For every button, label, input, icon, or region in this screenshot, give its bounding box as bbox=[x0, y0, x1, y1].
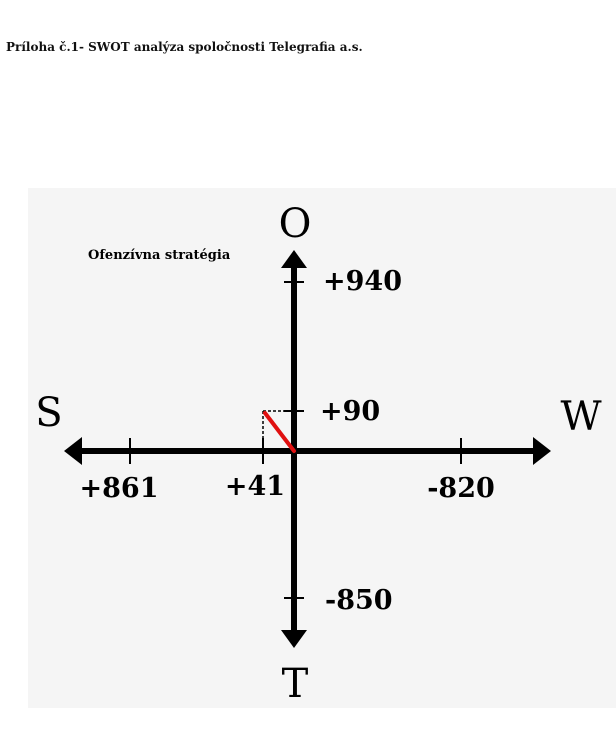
opportunities-letter: O bbox=[279, 201, 312, 247]
strategy-label: Ofenzívna stratégia bbox=[88, 248, 231, 263]
top-arrowhead bbox=[281, 250, 307, 268]
threats-letter: T bbox=[282, 661, 309, 707]
weaknesses-letter: W bbox=[560, 394, 601, 440]
page-title: Príloha č.1- SWOT analýza spoločnosti Te… bbox=[6, 40, 363, 54]
strengths-letter: S bbox=[35, 390, 62, 436]
bottom-arrowhead bbox=[281, 630, 307, 648]
resultant-y-value: +90 bbox=[320, 396, 380, 427]
right-arrowhead bbox=[533, 437, 551, 465]
left-arrowhead bbox=[64, 437, 82, 465]
strengths-value: +861 bbox=[80, 473, 159, 504]
threats-value: -850 bbox=[325, 585, 393, 616]
weaknesses-value: -820 bbox=[427, 473, 495, 504]
resultant-vector bbox=[263, 411, 296, 453]
opportunities-value: +940 bbox=[323, 266, 402, 297]
resultant-x-value: +41 bbox=[225, 471, 285, 502]
